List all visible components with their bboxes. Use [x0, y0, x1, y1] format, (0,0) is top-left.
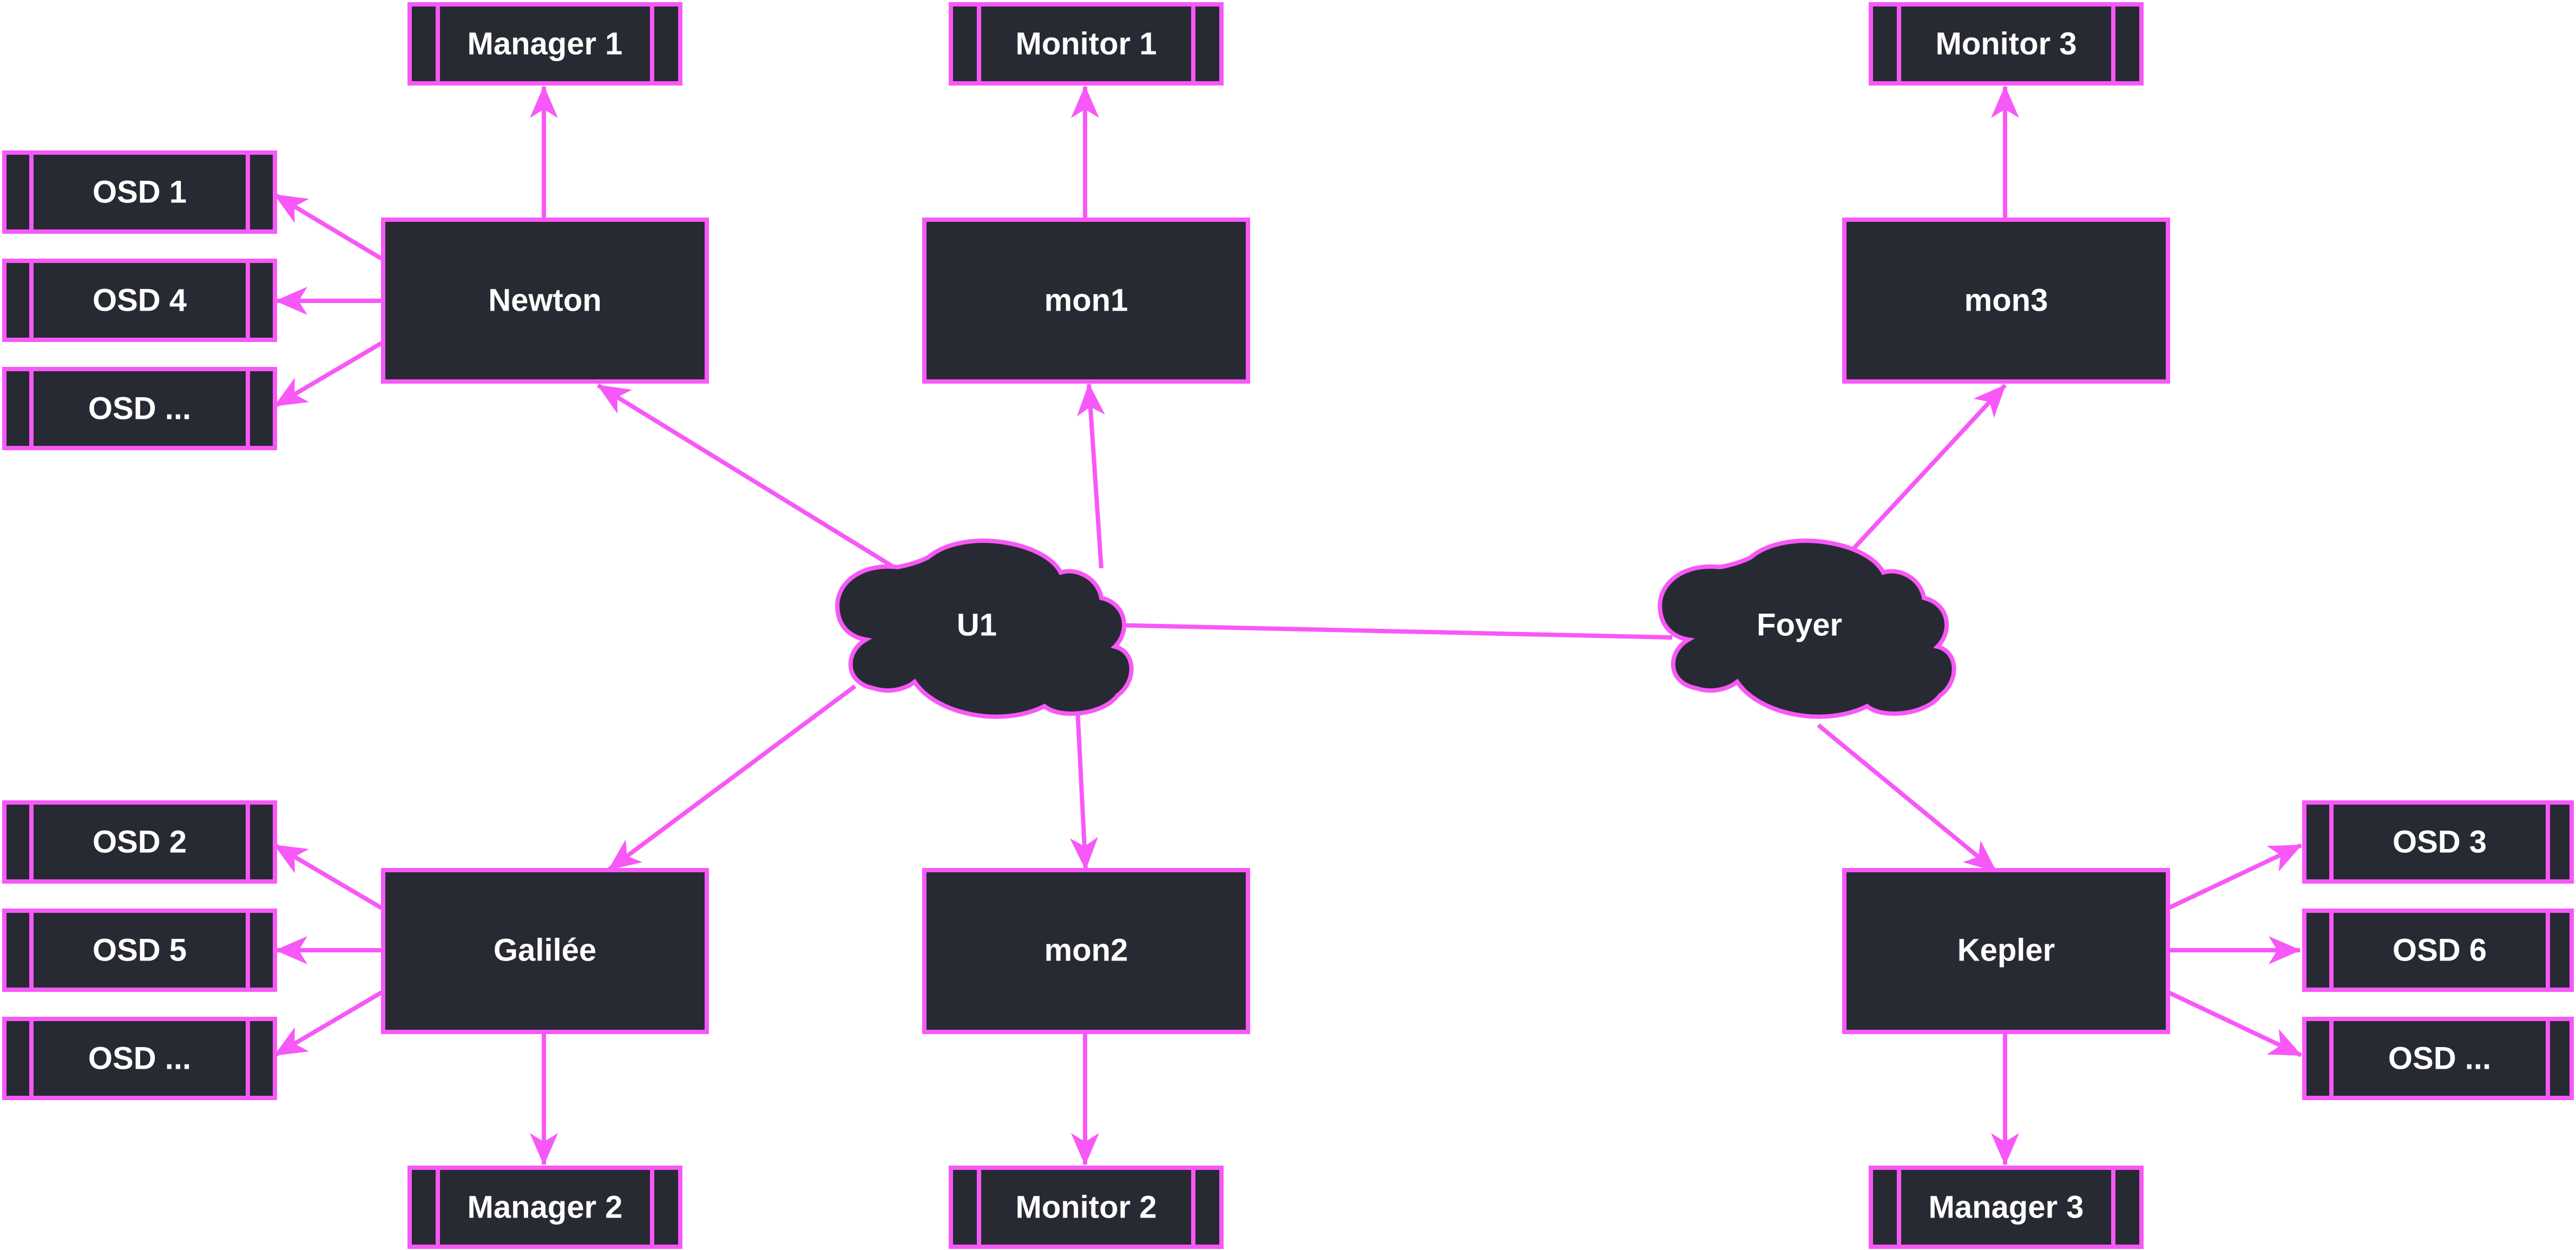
node-osd2[interactable]: OSD 2 — [2, 800, 277, 884]
cloud-u1-shape — [835, 538, 1134, 719]
cloud-u1[interactable]: U1 — [835, 538, 1134, 719]
node-mon3-label: mon3 — [1964, 283, 2048, 318]
node-osd5-label: OSD 5 — [93, 933, 187, 968]
node-osd2-label: OSD 2 — [93, 825, 187, 860]
cloud-foyer-shape — [1658, 538, 1956, 719]
node-manager2[interactable]: Manager 2 — [408, 1166, 682, 1249]
node-osd6[interactable]: OSD 6 — [2302, 909, 2574, 992]
edge-kepler-osd3 — [2167, 843, 2302, 910]
node-osd-more-galilee[interactable]: OSD ... — [2, 1017, 277, 1100]
node-monitor2[interactable]: Monitor 2 — [949, 1166, 1224, 1249]
edge-foyer-mon3 — [1844, 384, 2007, 559]
node-osd-more-newton[interactable]: OSD ... — [2, 367, 277, 450]
edge-galilee-osd2 — [273, 843, 383, 910]
node-mon2[interactable]: mon2 — [922, 868, 1250, 1034]
node-mon1-label: mon1 — [1044, 283, 1128, 318]
node-osd1-label: OSD 1 — [93, 175, 187, 210]
node-kepler-label: Kepler — [1957, 933, 2055, 968]
node-monitor3-label: Monitor 3 — [1936, 27, 2077, 62]
edge-foyer-kepler — [1817, 723, 1997, 873]
node-galilee-label: Galilée — [494, 933, 596, 968]
node-osd5[interactable]: OSD 5 — [2, 909, 277, 992]
edge-u1-foyer — [1109, 623, 1673, 640]
edge-galilee-osd-more — [273, 990, 383, 1057]
node-kepler[interactable]: Kepler — [1842, 868, 2170, 1034]
node-newton[interactable]: Newton — [381, 218, 709, 384]
node-mon2-label: mon2 — [1044, 933, 1128, 968]
node-osd4-label: OSD 4 — [93, 283, 187, 318]
node-osd3[interactable]: OSD 3 — [2302, 800, 2574, 884]
node-monitor2-label: Monitor 2 — [1016, 1190, 1157, 1225]
node-osd4[interactable]: OSD 4 — [2, 259, 277, 342]
node-osd6-label: OSD 6 — [2393, 933, 2487, 968]
cloud-foyer[interactable]: Foyer — [1658, 538, 1956, 719]
node-mon3[interactable]: mon3 — [1842, 218, 2170, 384]
edge-newton-osd1 — [273, 193, 383, 261]
node-monitor1[interactable]: Monitor 1 — [949, 2, 1224, 85]
edge-kepler-osd-more — [2167, 990, 2302, 1057]
node-monitor3[interactable]: Monitor 3 — [1869, 2, 2144, 85]
node-manager3[interactable]: Manager 3 — [1869, 1166, 2144, 1249]
edge-u1-newton — [596, 383, 897, 570]
cloud-foyer-label: Foyer — [1757, 608, 1842, 643]
node-galilee[interactable]: Galilée — [381, 868, 709, 1034]
node-manager1[interactable]: Manager 1 — [408, 2, 682, 85]
node-manager1-label: Manager 1 — [468, 27, 623, 62]
node-osd-more-kepler-label: OSD ... — [2388, 1041, 2491, 1076]
node-manager2-label: Manager 2 — [468, 1190, 623, 1225]
edge-u1-mon1 — [1076, 383, 1105, 569]
node-newton-label: Newton — [488, 283, 601, 318]
node-manager3-label: Manager 3 — [1929, 1190, 2084, 1225]
edges — [273, 85, 2302, 1166]
node-osd-more-galilee-label: OSD ... — [88, 1041, 191, 1076]
node-monitor1-label: Monitor 1 — [1016, 27, 1157, 62]
node-osd-more-newton-label: OSD ... — [88, 391, 191, 426]
edge-u1-mon2 — [1070, 698, 1099, 870]
node-mon1[interactable]: mon1 — [922, 218, 1250, 384]
node-osd-more-kepler[interactable]: OSD ... — [2302, 1017, 2574, 1100]
edge-u1-galilee — [607, 684, 857, 872]
node-osd3-label: OSD 3 — [2393, 825, 2487, 860]
node-osd1[interactable]: OSD 1 — [2, 150, 277, 234]
cloud-u1-label: U1 — [957, 608, 997, 643]
edge-newton-osd-more — [273, 341, 383, 408]
